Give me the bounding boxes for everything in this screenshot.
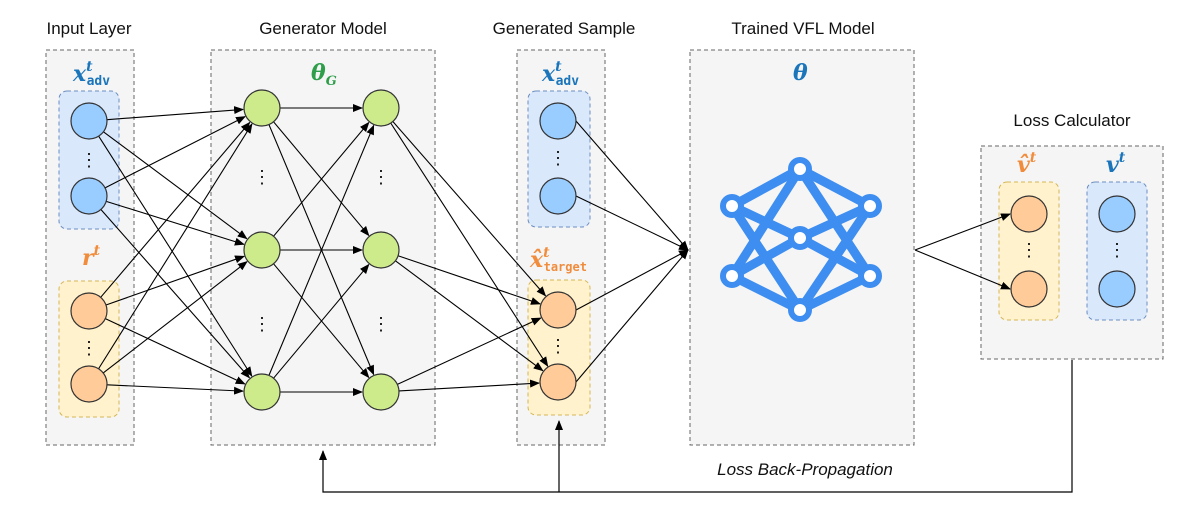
generated-x-adv-node: [539, 177, 577, 215]
input-to-hidden-edge: [104, 116, 246, 189]
generator-node: [362, 89, 400, 127]
back-propagation-line: [319, 360, 1073, 493]
ellipsis: ⋮: [253, 167, 271, 187]
input-to-hidden-edge: [102, 261, 248, 374]
vfl-to-loss-edge: [914, 213, 1011, 251]
input-to-hidden-edge: [105, 255, 246, 306]
x-target-node: [539, 291, 577, 329]
ellipsis-marks: ⋮ ⋮ ⋮ ⋮ ⋮ ⋮ ⋮ ⋮ ⋮ ⋮: [80, 148, 1126, 358]
ellipsis: ⋮: [1020, 240, 1038, 260]
ellipsis: ⋮: [253, 314, 271, 334]
r-label: rt: [82, 243, 101, 271]
sample-to-vfl-edge: [575, 249, 689, 383]
x-adv-node: [70, 177, 108, 215]
v-label: vt: [1106, 150, 1126, 178]
ellipsis: ⋮: [372, 314, 390, 334]
ellipsis: ⋮: [549, 148, 567, 168]
r-node: [70, 365, 108, 403]
hidden-to-output-edge: [392, 121, 547, 297]
ellipsis: ⋮: [80, 150, 98, 170]
ellipsis: ⋮: [80, 338, 98, 358]
generator-node: [243, 231, 281, 269]
input-to-hidden-edge: [106, 384, 245, 395]
generated-x-adv-node: [539, 102, 577, 140]
input-to-hidden-edge: [105, 318, 246, 385]
theta-label: θ: [793, 60, 808, 86]
v-node: [1098, 195, 1136, 233]
v-hat-node: [1010, 270, 1048, 308]
hidden-to-output-edge: [397, 317, 542, 385]
trained-vfl-model-title: Trained VFL Model: [731, 19, 874, 38]
ellipsis: ⋮: [372, 167, 390, 187]
r-node: [70, 292, 108, 330]
sample-to-vfl-edge: [575, 195, 689, 251]
hidden-to-hidden-edge: [273, 263, 370, 379]
x-target-node: [539, 363, 577, 401]
v-hat-node: [1010, 195, 1048, 233]
input-to-hidden-edge: [98, 123, 253, 370]
neural-network-icon: [720, 157, 882, 322]
ellipsis: ⋮: [549, 336, 567, 356]
theta-g-label: θG: [311, 60, 337, 89]
panel-headers: Input Layer Generator Model Generated Sa…: [46, 19, 1130, 130]
generator-model-title: Generator Model: [259, 19, 387, 38]
input-to-hidden-edge: [106, 106, 245, 121]
sample-to-vfl-edge: [575, 120, 689, 251]
v-node: [1098, 270, 1136, 308]
input-to-hidden-edge: [98, 135, 253, 377]
generator-node: [362, 373, 400, 411]
input-layer-title: Input Layer: [46, 19, 131, 38]
generator-node: [243, 89, 281, 127]
input-to-hidden-edge: [103, 131, 248, 240]
loss-back-propagation-path: [319, 360, 1073, 493]
hidden-to-output-edge: [397, 255, 541, 305]
network-nodes: [70, 89, 1136, 411]
ellipsis: ⋮: [1108, 240, 1126, 260]
hidden-to-hidden-edge: [273, 121, 370, 237]
input-to-hidden-edge: [106, 200, 245, 246]
input-to-hidden-edge: [100, 121, 251, 298]
hidden-to-output-edge: [395, 260, 544, 372]
sample-to-vfl-edge: [575, 249, 689, 311]
vfl-to-loss-edge: [914, 249, 1011, 290]
hidden-to-output-edge: [398, 379, 541, 392]
generator-node: [362, 231, 400, 269]
connection-edges: [98, 104, 1011, 396]
v-hat-label: v̂t: [1017, 150, 1037, 178]
panels: [45, 49, 1164, 446]
generated-sample-title: Generated Sample: [493, 19, 636, 38]
x-adv-node: [70, 102, 108, 140]
hidden-to-output-edge: [390, 122, 549, 367]
loss-calculator-title: Loss Calculator: [1013, 111, 1131, 130]
input-to-hidden-edge: [100, 209, 251, 379]
generator-node: [243, 373, 281, 411]
loss-back-propagation-label: Loss Back-Propagation: [717, 460, 893, 479]
hidden-to-hidden-edge: [268, 124, 375, 376]
